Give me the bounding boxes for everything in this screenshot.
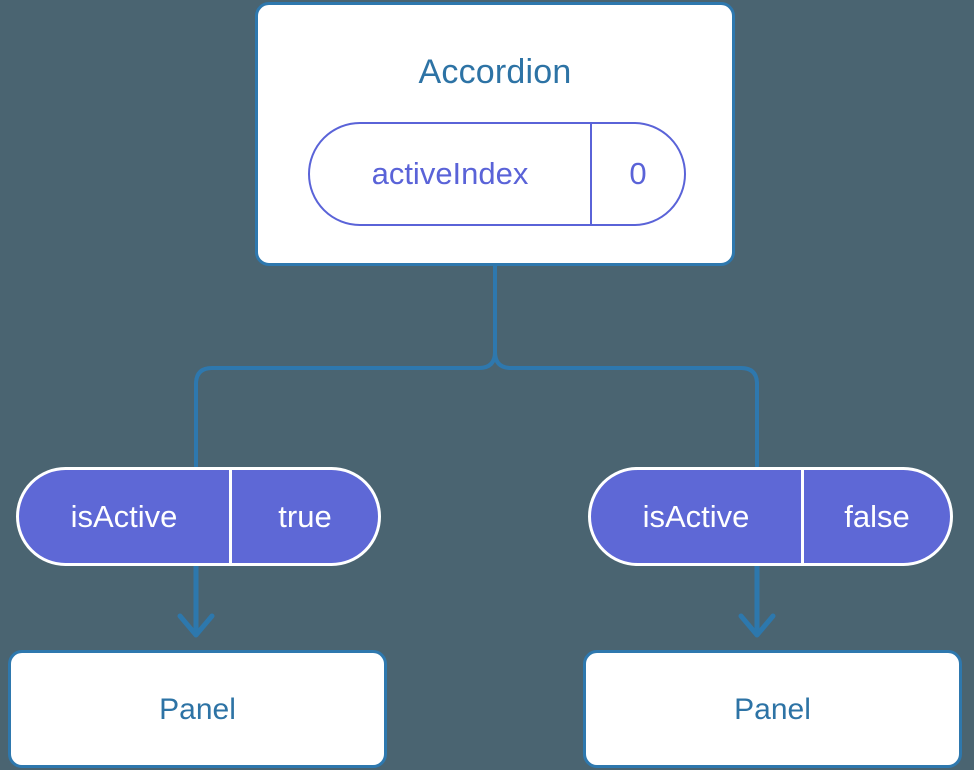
left-panel-title: Panel [159, 693, 236, 726]
left-is-active-key: isActive [19, 470, 232, 563]
active-index-state-pill[interactable]: activeIndex 0 [308, 122, 686, 226]
right-is-active-prop-pill[interactable]: isActive false [588, 467, 953, 566]
active-index-value: 0 [629, 156, 647, 191]
bracket-connector-right [493, 350, 759, 468]
right-is-active-key: isActive [591, 470, 804, 563]
right-is-active-value: false [844, 498, 910, 534]
accordion-component-card[interactable]: Accordion activeIndex 0 [255, 2, 735, 266]
right-arrow-head [738, 613, 776, 638]
left-arrow-head [177, 613, 215, 638]
right-panel-title: Panel [734, 693, 811, 726]
left-panel-component-card[interactable]: Panel [8, 650, 387, 768]
left-is-active-prop-pill[interactable]: isActive true [16, 467, 381, 566]
right-panel-component-card[interactable]: Panel [583, 650, 962, 768]
active-index-key: activeIndex [310, 124, 592, 224]
bracket-connector [194, 264, 497, 468]
accordion-title: Accordion [418, 53, 572, 91]
left-is-active-value: true [278, 498, 332, 534]
